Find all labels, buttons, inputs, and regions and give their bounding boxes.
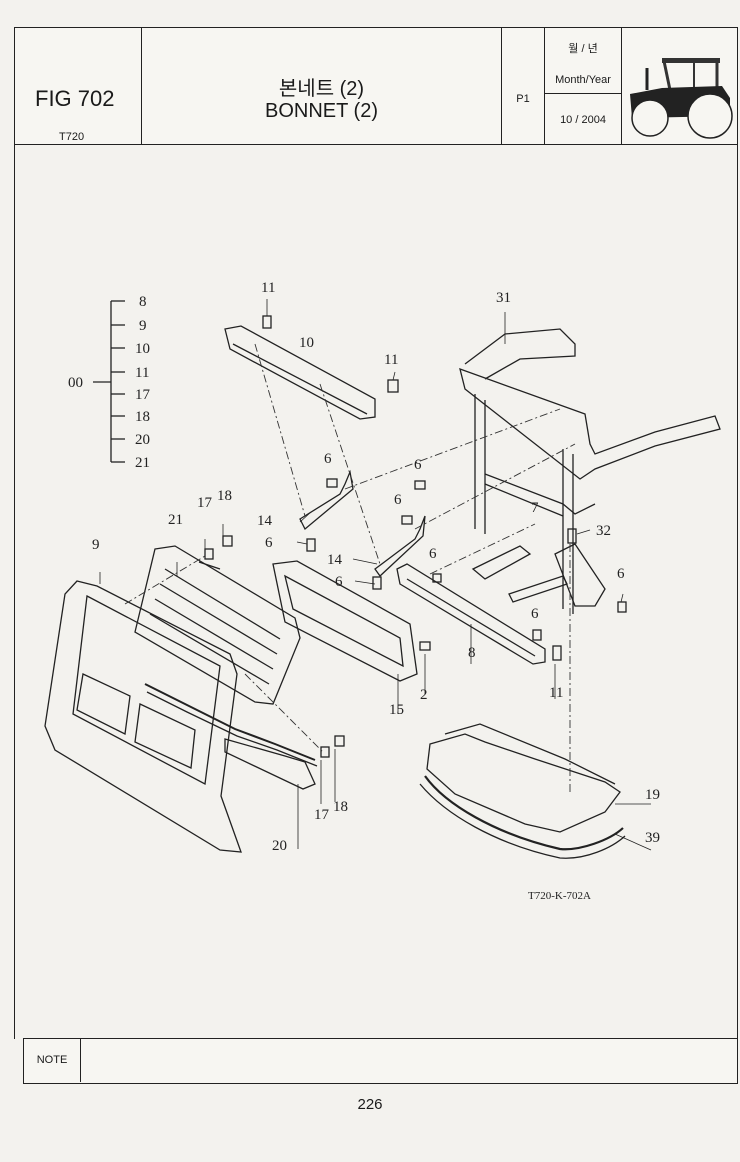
callout-part-19: 19 xyxy=(645,787,660,803)
callout-8: 8 xyxy=(139,294,147,310)
callout-00: 00 xyxy=(68,375,83,391)
callout-part-6f: 6 xyxy=(429,546,437,562)
callout-part-7: 7 xyxy=(531,500,539,516)
callout-part-14a: 14 xyxy=(257,513,273,529)
tractor-cell xyxy=(622,28,737,144)
callout-10: 10 xyxy=(135,341,150,357)
callout-20: 20 xyxy=(135,432,150,448)
exploded-parts-diagram: 8 9 10 11 17 18 20 21 00 11 10 11 31 6 6… xyxy=(44,280,721,902)
callout-part-6d: 6 xyxy=(265,535,273,551)
title-cell: 본네트 (2) BONNET (2) xyxy=(142,28,502,144)
drawing-reference: T720-K-702A xyxy=(528,890,591,902)
callout-17: 17 xyxy=(135,387,151,403)
callout-part-32: 32 xyxy=(596,523,611,539)
callout-11: 11 xyxy=(135,365,149,381)
callout-part-6a: 6 xyxy=(324,451,332,467)
date-divider xyxy=(545,93,621,94)
callout-9: 9 xyxy=(139,318,147,334)
callout-part-20: 20 xyxy=(272,838,287,854)
callout-part-6h: 6 xyxy=(531,606,539,622)
page-number: 226 xyxy=(357,1096,383,1113)
callout-21: 21 xyxy=(135,455,150,471)
date-cell: 월 / 년 Month/Year 10 / 2004 xyxy=(545,28,622,144)
model-label: T720 xyxy=(59,131,85,143)
callout-part-11b: 11 xyxy=(384,352,398,368)
callout-part-17b: 17 xyxy=(314,807,330,823)
callout-part-11a: 11 xyxy=(261,280,275,296)
callout-18: 18 xyxy=(135,409,150,425)
callout-part-2: 2 xyxy=(420,687,428,703)
note-box: NOTE xyxy=(23,1038,738,1084)
page-code: P1 xyxy=(516,93,530,105)
callout-part-6b: 6 xyxy=(414,457,422,473)
tractor-icon xyxy=(630,58,733,139)
callout-part-17a: 17 xyxy=(197,495,213,511)
fig-label: FIG 702 xyxy=(35,86,115,111)
callout-part-11c: 11 xyxy=(549,685,563,701)
callout-part-18a: 18 xyxy=(217,488,232,504)
callout-part-6c: 6 xyxy=(394,492,402,508)
note-label: NOTE xyxy=(24,1039,81,1082)
callout-part-21: 21 xyxy=(168,512,183,528)
callout-part-39: 39 xyxy=(645,830,660,846)
title-korean: 본네트 (2) xyxy=(278,78,365,100)
callout-part-31: 31 xyxy=(496,290,511,306)
header-block: FIG 702 T720 본네트 (2) BONNET (2) P1 월 / 년… xyxy=(14,27,738,145)
callout-part-6e: 6 xyxy=(335,574,343,590)
callout-part-9: 9 xyxy=(92,537,100,553)
callout-part-15: 15 xyxy=(389,702,404,718)
date-value: 10 / 2004 xyxy=(560,114,606,126)
page-code-cell: P1 xyxy=(502,28,545,144)
callout-part-10: 10 xyxy=(299,335,314,351)
date-label-english: Month/Year xyxy=(555,74,611,86)
callout-part-18b: 18 xyxy=(333,799,348,815)
callout-part-14b: 14 xyxy=(327,552,343,568)
diagram-area: 8 9 10 11 17 18 20 21 00 11 10 11 31 6 6… xyxy=(14,144,738,1039)
title-english: BONNET (2) xyxy=(265,100,378,122)
date-label-korean: 월 / 년 xyxy=(568,43,598,55)
fig-cell: FIG 702 T720 xyxy=(15,28,142,144)
callout-part-6g: 6 xyxy=(617,566,625,582)
parts-sheet: FIG 702 T720 본네트 (2) BONNET (2) P1 월 / 년… xyxy=(14,27,738,1085)
callout-part-8: 8 xyxy=(468,645,476,661)
